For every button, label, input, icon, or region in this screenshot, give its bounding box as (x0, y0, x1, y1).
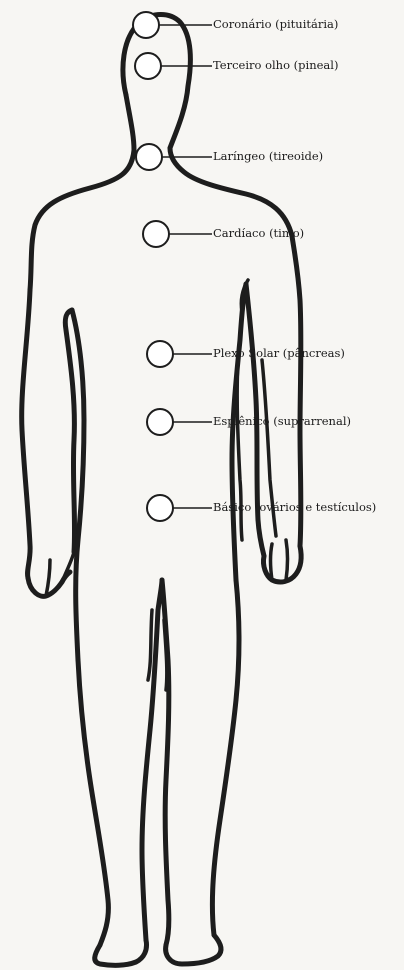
chakra-circle-coronario (133, 12, 159, 38)
chakra-label-basico: Básico (ovários e testículos) (213, 500, 376, 514)
chakra-circle-terceiro-olho (135, 53, 161, 79)
chakra-circle-plexo-solar (147, 341, 173, 367)
chakra-label-terceiro-olho: Terceiro olho (pineal) (213, 58, 338, 72)
chakra-label-plexo-solar: Plexo Solar (pâncreas) (213, 346, 345, 360)
chakra-label-coronario: Coronário (pituitária) (213, 17, 338, 31)
chakra-label-esplenico: Esplênico (suprarrenal) (213, 414, 351, 428)
chakra-circle-basico (147, 495, 173, 521)
chakra-label-laringeo: Laríngeo (tireoide) (213, 149, 323, 163)
chakra-circle-esplenico (147, 409, 173, 435)
chakra-label-cardiaco: Cardíaco (timo) (213, 226, 304, 240)
chakra-circle-cardiaco (143, 221, 169, 247)
chakra-circle-laringeo (136, 144, 162, 170)
